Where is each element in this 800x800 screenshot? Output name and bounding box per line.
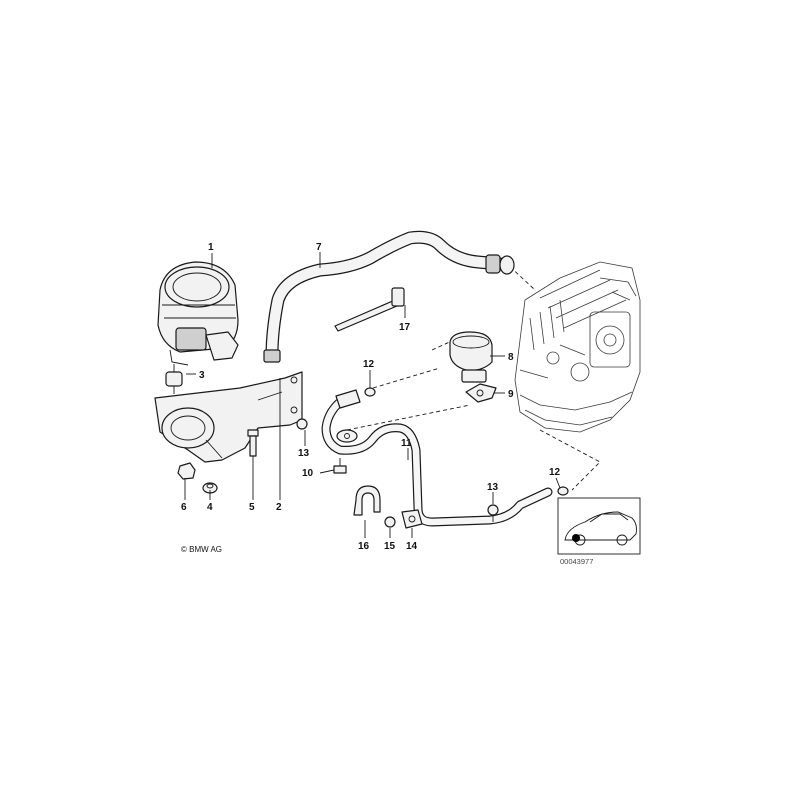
- diagram-number: 00043977: [560, 557, 593, 566]
- callout-13-left: 13: [298, 448, 310, 459]
- callout-16: 16: [358, 541, 370, 552]
- callout-7: 7: [316, 242, 322, 253]
- callout-12-upper: 12: [363, 359, 375, 370]
- callout-17: 17: [399, 322, 411, 333]
- callout-13-right: 13: [487, 482, 499, 493]
- o-ring-12b: [557, 486, 569, 496]
- o-ring-12a: [364, 387, 376, 397]
- callout-1: 1: [208, 242, 214, 253]
- mounting-bracket: [154, 371, 303, 463]
- callout-12-lower: 12: [549, 467, 561, 478]
- clip-14: [401, 509, 423, 529]
- copyright-label: © BMW AG: [181, 545, 222, 554]
- valve-8: [449, 331, 493, 383]
- screw-13b: [487, 504, 499, 522]
- nut-15: [384, 516, 396, 528]
- callout-10: 10: [302, 468, 314, 479]
- callout-15: 15: [384, 541, 396, 552]
- pipe-11: [321, 389, 553, 527]
- air-pump: [157, 261, 239, 366]
- hose-7: [263, 230, 515, 363]
- location-dot-icon: [572, 534, 580, 542]
- callout-14: 14: [406, 541, 418, 552]
- callout-4: 4: [207, 502, 213, 513]
- callout-6: 6: [181, 502, 187, 513]
- strap-17: [334, 287, 405, 332]
- callout-8: 8: [508, 352, 514, 363]
- callout-2: 2: [276, 502, 282, 513]
- callout-11: 11: [401, 438, 412, 449]
- engine-block: [514, 261, 641, 433]
- car-locator-thumbnail: [557, 497, 641, 555]
- screw-13a: [296, 418, 308, 430]
- nut-6: [177, 462, 196, 480]
- leader-lines: [184, 252, 561, 538]
- callout-5: 5: [249, 502, 255, 513]
- bolt-5: [247, 429, 259, 457]
- clamp-16: [353, 485, 381, 516]
- callout-9: 9: [508, 389, 514, 400]
- bolt-10: [333, 458, 347, 474]
- callout-3: 3: [199, 370, 205, 381]
- rubber-mount: [165, 364, 183, 394]
- gasket-9: [465, 383, 497, 403]
